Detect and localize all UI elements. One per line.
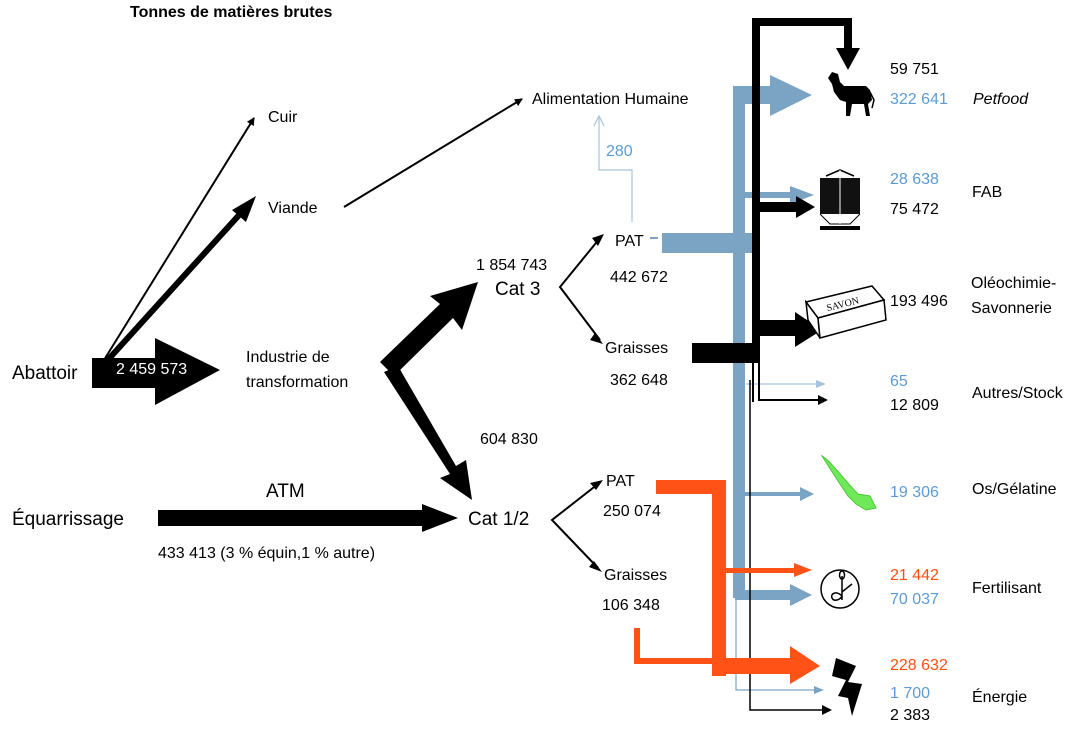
dest-oleochimie: Oléochimie- <box>971 275 1057 292</box>
atm-label: ATM <box>266 481 305 502</box>
node-cat3: Cat 3 <box>495 279 541 300</box>
petfood-value-blue: 322 641 <box>890 91 948 108</box>
atm-value: 433 413 (3 % équin,1 % autre) <box>158 545 376 562</box>
flow-cat3-graisses-trunk <box>692 18 860 402</box>
flow-pat-alimentation <box>598 118 633 222</box>
node-viande: Viande <box>268 200 318 217</box>
cat12-graisses: Graisses <box>604 567 668 584</box>
energie-value-black: 2 383 <box>890 707 931 724</box>
dest-os-gelatine: Os/Gélatine <box>972 481 1057 498</box>
lightning-icon <box>832 658 862 716</box>
silo-truck-icon <box>819 169 861 230</box>
fertilisant-value-blue: 70 037 <box>890 591 939 608</box>
node-cuir: Cuir <box>268 109 298 126</box>
fab-value-blue: 28 638 <box>890 171 939 188</box>
autres-value-blue: 65 <box>890 373 908 390</box>
flow-abattoir-viande <box>103 196 256 365</box>
flow-abattoir-cuir <box>103 117 255 361</box>
flow-industrie-cat12 <box>384 366 472 500</box>
node-industrie-line2: transformation <box>246 374 349 391</box>
abattoir-value: 2 459 573 <box>116 361 188 378</box>
flow-industrie-cat3 <box>380 282 478 376</box>
autres-value-black: 12 809 <box>890 397 939 414</box>
cat3-pat-value: 442 672 <box>610 269 668 286</box>
gummy-crocodile-icon <box>820 454 877 511</box>
cat12-graisses-value: 106 348 <box>602 597 660 614</box>
dest-fertilisant: Fertilisant <box>972 580 1042 597</box>
fab-value-black: 75 472 <box>890 201 939 218</box>
cat12-pat-value: 250 074 <box>603 503 661 520</box>
soap-icon: SAVON <box>804 285 887 339</box>
flow-cat12-branches <box>550 483 599 569</box>
cat3-graisses-value: 362 648 <box>610 372 668 389</box>
flow-viande-alimentation <box>343 98 523 208</box>
dest-autres-stock: Autres/Stock <box>972 385 1063 402</box>
cat12-value: 604 830 <box>480 431 538 448</box>
dest-energie: Énergie <box>972 689 1028 706</box>
flow-cat3-branches <box>558 237 601 341</box>
dog-icon <box>828 72 875 116</box>
cat12-pat: PAT <box>606 473 635 490</box>
os-gelatine-value: 19 306 <box>890 484 939 501</box>
source-abattoir: Abattoir <box>12 363 78 384</box>
flow-cat3-pat-trunk <box>650 75 814 606</box>
flow-abattoir-industrie <box>92 338 220 405</box>
node-industrie: Industrie de <box>246 349 330 366</box>
oleochimie-value: 193 496 <box>890 293 948 310</box>
plant-icon <box>820 569 860 609</box>
cat3-graisses: Graisses <box>605 340 669 357</box>
source-equarrissage: Équarrissage <box>12 509 124 530</box>
alimentation-humaine-value: 280 <box>606 143 633 160</box>
cat3-pat: PAT <box>615 233 644 250</box>
energie-value-orange: 228 632 <box>890 657 948 674</box>
petfood-value-black: 59 751 <box>890 61 939 78</box>
cat3-value: 1 854 743 <box>476 257 548 274</box>
energie-value-blue: 1 700 <box>890 685 931 702</box>
dest-oleochimie-line2: Savonnerie <box>971 300 1052 317</box>
flow-cat12-pat <box>656 480 820 684</box>
dest-petfood: Petfood <box>973 91 1029 108</box>
node-alimentation-humaine: Alimentation Humaine <box>532 91 689 108</box>
flow-equarrissage-cat12 <box>158 504 458 532</box>
dest-fab: FAB <box>972 184 1003 201</box>
diagram-title: Tonnes de matières brutes <box>130 4 333 21</box>
node-cat12: Cat 1/2 <box>468 509 530 530</box>
flow-cat12-graisses <box>634 628 714 664</box>
fertilisant-value-orange: 21 442 <box>890 567 939 584</box>
